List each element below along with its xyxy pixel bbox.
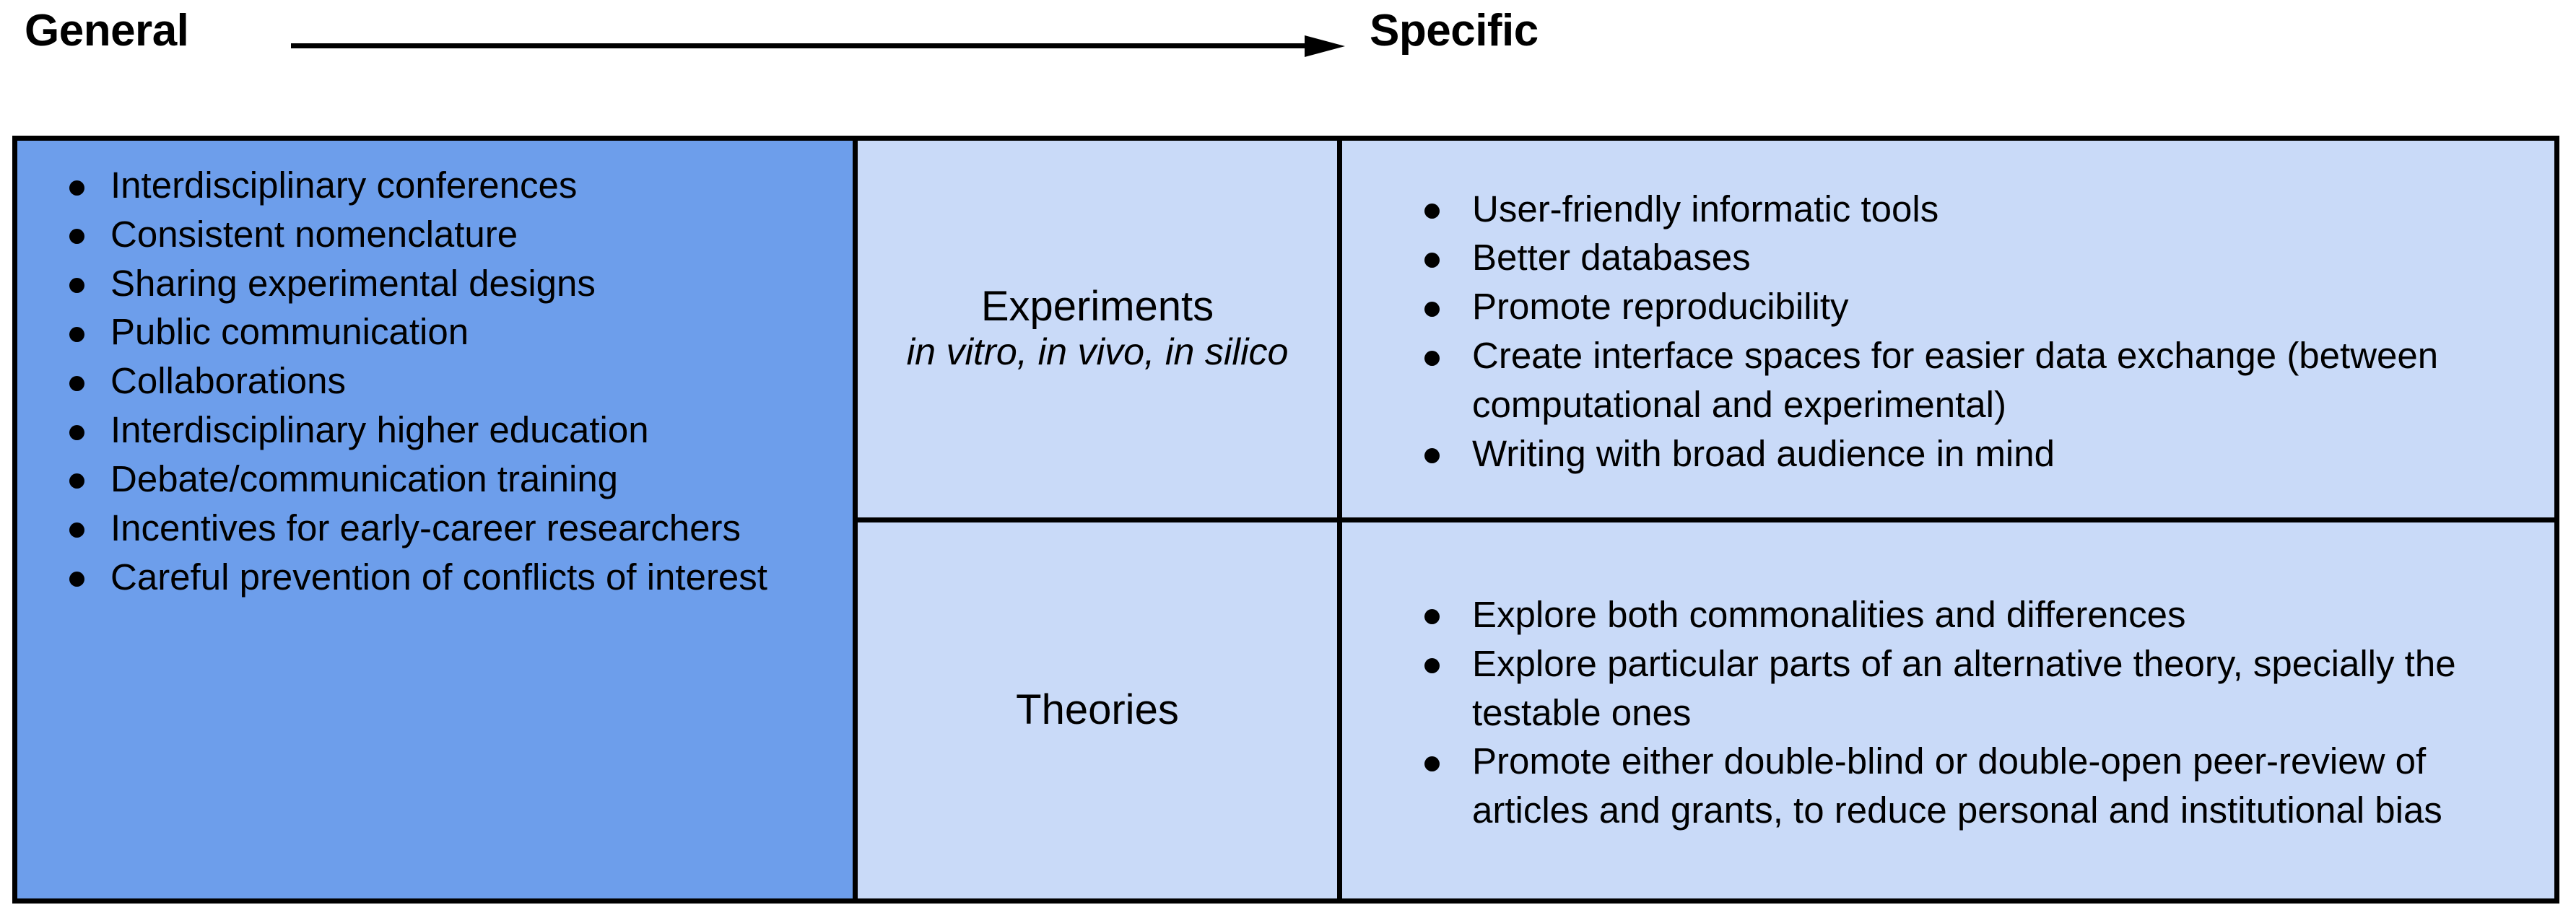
list-item: Promote reproducibility — [1394, 282, 2533, 331]
bullet-dot-icon — [1424, 301, 1440, 317]
bullet-dot-icon — [69, 278, 84, 294]
list-item-label: Public communication — [110, 311, 469, 353]
bullet-dot-icon — [1424, 658, 1440, 674]
bullet-dot-icon — [69, 522, 84, 538]
list-item-label: Promote reproducibility — [1472, 286, 1849, 328]
list-item-label: Sharing experimental designs — [110, 262, 596, 304]
list-item-label: Promote either double-blind or double-op… — [1472, 740, 2442, 831]
list-item: Writing with broad audience in mind — [1394, 429, 2533, 478]
list-item-label: Create interface spaces for easier data … — [1472, 335, 2439, 425]
kind-cell-theories: Theories — [858, 522, 1342, 898]
list-item: Promote either double-blind or double-op… — [1394, 737, 2533, 835]
bullet-dot-icon — [69, 572, 84, 587]
list-item-label: User-friendly informatic tools — [1472, 188, 1939, 229]
axis-label-specific: Specific — [1370, 6, 1539, 56]
bullet-dot-icon — [1424, 756, 1440, 771]
bullet-dot-icon — [1424, 609, 1440, 625]
bullet-dot-icon — [1424, 204, 1440, 219]
experiments-bullet-list: User-friendly informatic tools Better da… — [1394, 185, 2533, 478]
actions-cell-theories: Explore both commonalities and differenc… — [1342, 522, 2554, 898]
recommendations-matrix: Interdisciplinary conferences Consistent… — [12, 136, 2559, 904]
arrow-head — [1305, 35, 1345, 57]
list-item: Explore both commonalities and differenc… — [1394, 590, 2533, 639]
specific-columns: Experiments in vitro, in vivo, in silico… — [858, 141, 2554, 898]
row-experiments: Experiments in vitro, in vivo, in silico… — [858, 141, 2554, 522]
list-item-label: Interdisciplinary conferences — [110, 165, 578, 206]
list-item-label: Explore particular parts of an alternati… — [1472, 642, 2456, 733]
list-item: Create interface spaces for easier data … — [1394, 331, 2533, 429]
general-bullet-list: Interdisciplinary conferences Consistent… — [35, 161, 835, 601]
list-item: Collaborations — [35, 356, 835, 406]
general-to-specific-axis: General Specific — [0, 0, 2576, 87]
list-item-label: Debate/communication training — [110, 458, 619, 499]
list-item: Interdisciplinary conferences — [35, 161, 835, 210]
list-item: Interdisciplinary higher education — [35, 406, 835, 455]
kind-title: Theories — [1016, 686, 1179, 734]
row-theories: Theories Explore both commonalities and … — [858, 522, 2554, 898]
list-item-label: Collaborations — [110, 360, 347, 402]
kind-subtitle: in vitro, in vivo, in silico — [906, 331, 1289, 373]
bullet-dot-icon — [69, 180, 84, 196]
list-item-label: Better databases — [1472, 237, 1751, 279]
list-item: Incentives for early-career researchers — [35, 504, 835, 553]
list-item-label: Explore both commonalities and differenc… — [1472, 593, 2186, 635]
list-item: Debate/communication training — [35, 455, 835, 504]
list-item: Explore particular parts of an alternati… — [1394, 639, 2533, 738]
general-column-cell: Interdisciplinary conferences Consistent… — [17, 141, 858, 898]
list-item: User-friendly informatic tools — [1394, 185, 2533, 234]
list-item: Public communication — [35, 307, 835, 356]
list-item: Sharing experimental designs — [35, 259, 835, 308]
kind-title: Experiments — [980, 283, 1214, 331]
bullet-dot-icon — [69, 473, 84, 489]
list-item-label: Writing with broad audience in mind — [1472, 432, 2055, 474]
arrow-shaft — [291, 43, 1315, 48]
list-item-label: Careful prevention of conflicts of inter… — [110, 556, 767, 598]
list-item-label: Interdisciplinary higher education — [110, 409, 649, 451]
bullet-dot-icon — [1424, 252, 1440, 268]
list-item-label: Consistent nomenclature — [110, 213, 518, 255]
list-item: Consistent nomenclature — [35, 210, 835, 259]
actions-cell-experiments: User-friendly informatic tools Better da… — [1342, 141, 2554, 517]
theories-bullet-list: Explore both commonalities and differenc… — [1394, 590, 2533, 835]
bullet-dot-icon — [1424, 350, 1440, 366]
bullet-dot-icon — [69, 424, 84, 440]
kind-cell-experiments: Experiments in vitro, in vivo, in silico — [858, 141, 1342, 517]
list-item-label: Incentives for early-career researchers — [110, 507, 741, 548]
bullet-dot-icon — [69, 229, 84, 245]
bullet-dot-icon — [69, 327, 84, 342]
axis-label-general: General — [25, 6, 189, 56]
list-item: Better databases — [1394, 233, 2533, 282]
list-item: Careful prevention of conflicts of inter… — [35, 553, 835, 602]
right-arrow-icon — [291, 35, 1345, 57]
bullet-dot-icon — [1424, 448, 1440, 464]
bullet-dot-icon — [69, 375, 84, 391]
